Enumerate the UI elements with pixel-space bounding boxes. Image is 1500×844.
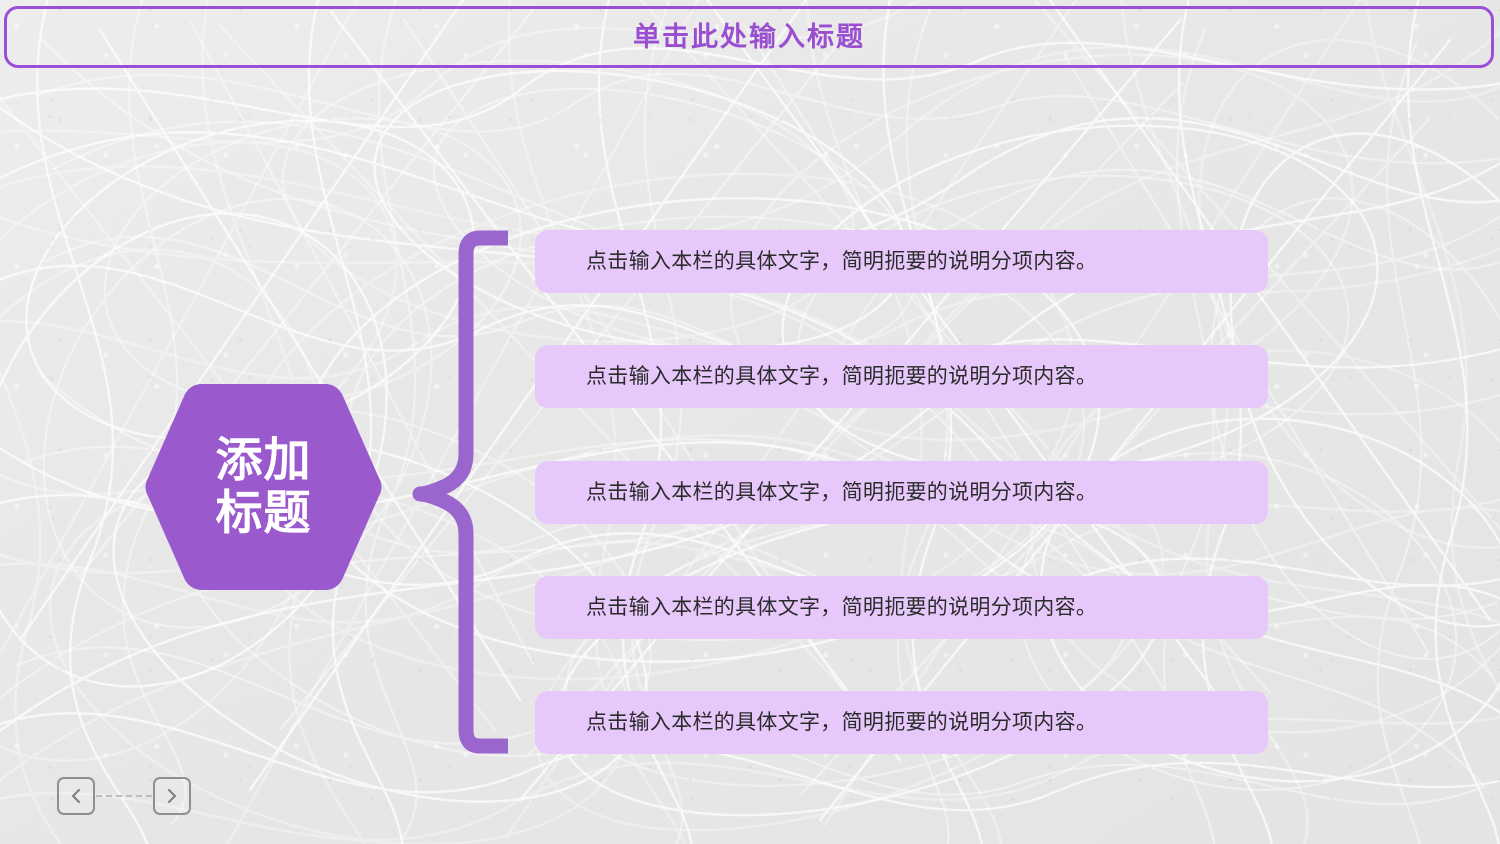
next-slide-button[interactable] <box>153 777 191 815</box>
nav-divider <box>96 795 152 797</box>
content-box-3-text: 点击输入本栏的具体文字，简明扼要的说明分项内容。 <box>586 481 1098 504</box>
chevron-left-icon <box>72 789 80 803</box>
content-box-4-text: 点击输入本栏的具体文字，简明扼要的说明分项内容。 <box>586 596 1098 619</box>
previous-slide-button[interactable] <box>57 777 95 815</box>
slide-navigation <box>57 777 191 815</box>
curly-brace <box>408 228 518 756</box>
hexagon-shape <box>145 384 382 590</box>
content-box-2-text: 点击输入本栏的具体文字，简明扼要的说明分项内容。 <box>586 365 1098 388</box>
curly-brace-path <box>412 230 508 754</box>
hexagon-badge[interactable]: 添加 标题 <box>144 378 383 596</box>
content-box-4[interactable]: 点击输入本栏的具体文字，简明扼要的说明分项内容。 <box>535 576 1268 639</box>
slide-title-bar[interactable]: 单击此处输入标题 <box>4 6 1494 68</box>
content-box-5-text: 点击输入本栏的具体文字，简明扼要的说明分项内容。 <box>586 711 1098 734</box>
content-box-3[interactable]: 点击输入本栏的具体文字，简明扼要的说明分项内容。 <box>535 461 1268 524</box>
content-box-1[interactable]: 点击输入本栏的具体文字，简明扼要的说明分项内容。 <box>535 230 1268 293</box>
content-box-5[interactable]: 点击输入本栏的具体文字，简明扼要的说明分项内容。 <box>535 691 1268 754</box>
content-box-1-text: 点击输入本栏的具体文字，简明扼要的说明分项内容。 <box>586 250 1098 273</box>
chevron-right-icon <box>168 789 176 803</box>
page-title: 单击此处输入标题 <box>633 21 865 52</box>
content-box-2[interactable]: 点击输入本栏的具体文字，简明扼要的说明分项内容。 <box>535 345 1268 408</box>
